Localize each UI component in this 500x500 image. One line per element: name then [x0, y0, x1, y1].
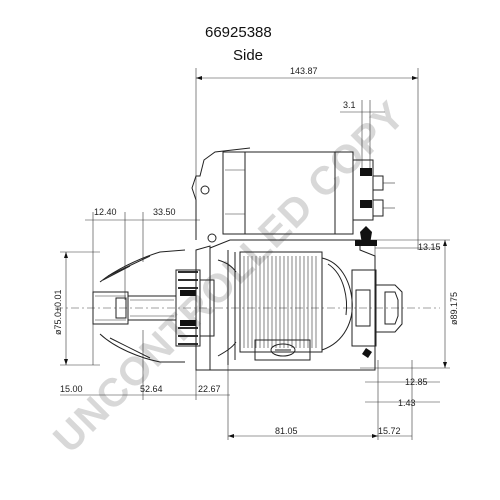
dim-flange-offset-text: 12.40 — [94, 207, 117, 217]
dim-body-length: 81.05 15.72 — [228, 360, 413, 440]
dim-flange-thickness-text: 22.67 — [198, 384, 221, 394]
dim-pilot-diameter-text: ø75.0±0.01 — [53, 290, 63, 335]
dim-body-length-text: 81.05 — [275, 426, 298, 436]
view-label: Side — [233, 47, 263, 64]
dim-pilot-diameter: ø75.0±0.01 — [53, 251, 100, 366]
drive-gear — [175, 269, 215, 347]
dim-rear-cap-2-text: 1.43 — [398, 398, 416, 408]
nose-housing — [99, 249, 186, 363]
part-number: 66925388 — [205, 24, 272, 41]
dim-body-diameter-text: ø89.175 — [449, 292, 459, 325]
dim-overall-length-text: 143.87 — [290, 66, 318, 76]
motor-body — [209, 239, 376, 371]
dim-rear-offset: 13.15 — [374, 240, 441, 260]
dim-terminal-offset-text: 3.1 — [343, 100, 356, 110]
dim-rear-length-text: 15.72 — [378, 426, 401, 436]
dim-nose-length-text: 52.64 — [140, 384, 163, 394]
dim-rear-offset-text: 13.15 — [418, 242, 441, 252]
dim-pinion-reach-text: 33.50 — [153, 207, 176, 217]
watermark: UNCONTROLLED COPY — [45, 93, 413, 461]
dim-pinion-length-text: 15.00 — [60, 384, 83, 394]
dim-rear-cap: 12.85 1.43 — [365, 360, 440, 440]
dim-terminal-offset: 3.1 — [340, 100, 385, 170]
solenoid — [222, 151, 395, 235]
brush-end — [351, 226, 403, 371]
dim-bottom-row: 15.00 52.64 22.67 — [60, 330, 230, 440]
dim-rear-cap-1-text: 12.85 — [405, 377, 428, 387]
